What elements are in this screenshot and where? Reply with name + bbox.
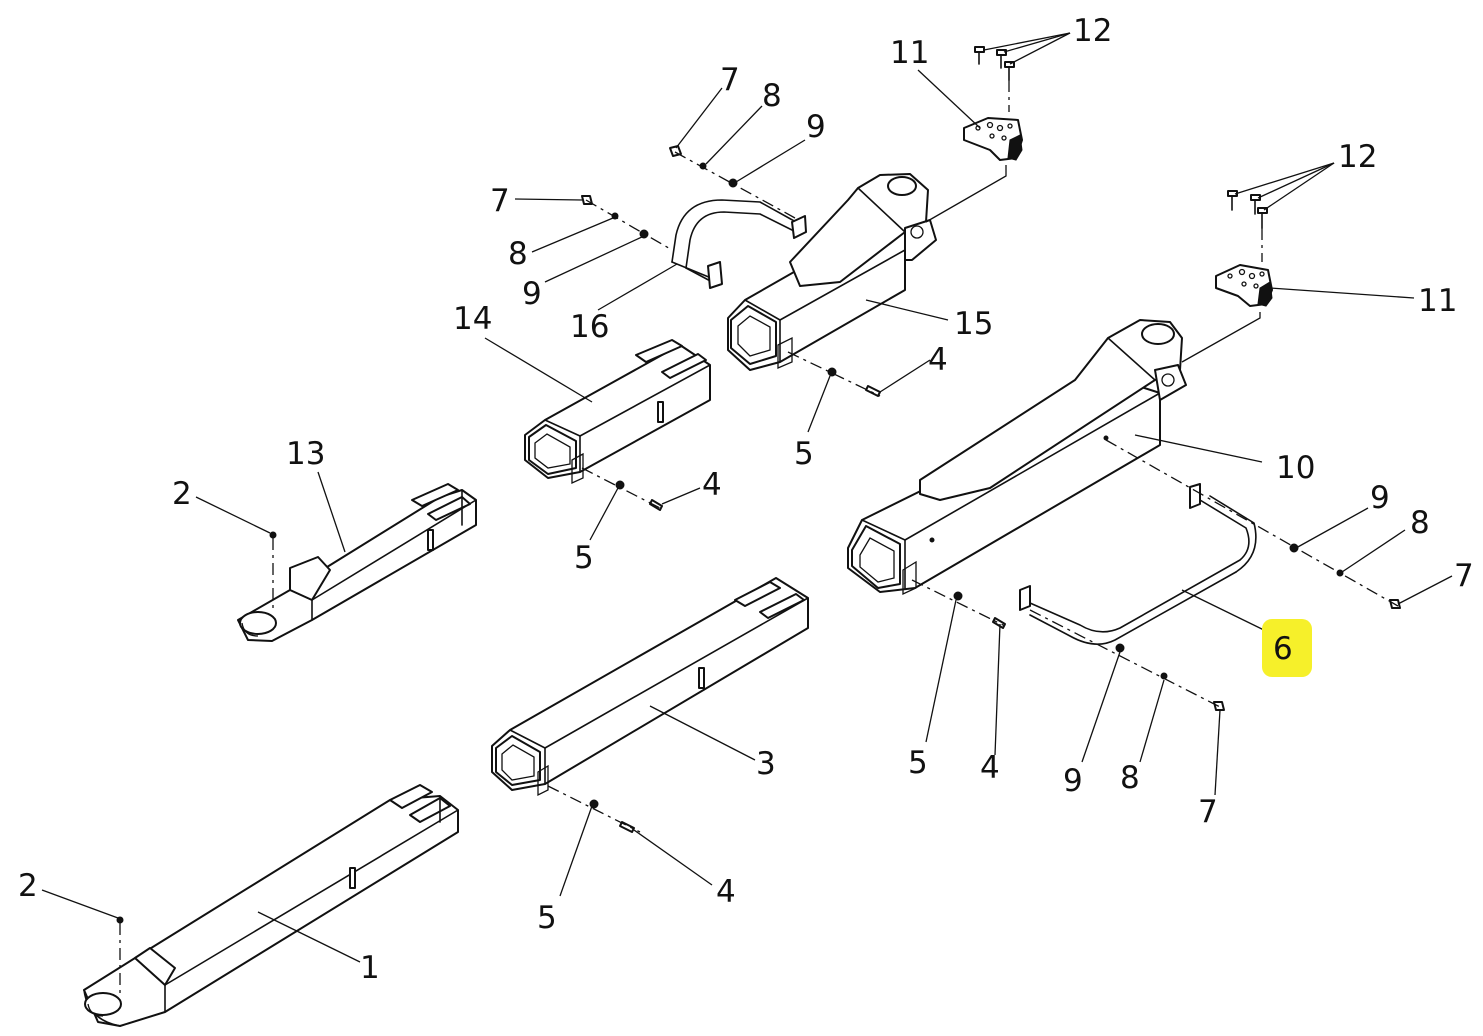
callout-14: 14 (453, 301, 492, 337)
screw-set-12-upper (974, 46, 1015, 81)
callout-12-upper: 12 (1073, 13, 1112, 49)
callout-5-part14: 5 (574, 540, 594, 576)
callout-9-part16-side: 9 (522, 276, 542, 312)
callout-labels: 1 2 2 3 4 4 4 4 5 5 5 5 6 7 7 7 7 8 8 8 … (18, 13, 1474, 986)
callout-4-part14: 4 (702, 467, 722, 503)
callout-9-part6-bottom: 9 (1063, 763, 1083, 799)
callout-5-part15: 5 (794, 436, 814, 472)
callout-11-upper: 11 (890, 35, 929, 71)
tube-part-14 (524, 339, 711, 485)
callout-5-part3: 5 (537, 900, 557, 936)
callout-7-part6-right: 7 (1454, 558, 1474, 594)
callout-9-part16-top: 9 (806, 109, 826, 145)
arm-part-10 (847, 319, 1187, 596)
callout-15: 15 (954, 306, 993, 342)
callout-7-part16-side: 7 (490, 183, 510, 219)
callout-2-upper: 2 (172, 476, 192, 512)
handle-part-16 (671, 199, 807, 289)
callout-3: 3 (756, 746, 776, 782)
callout-10: 10 (1276, 450, 1315, 486)
callout-9-part6-right: 9 (1370, 480, 1390, 516)
hardware-items (116, 145, 1401, 924)
callout-8-part16-top: 8 (762, 78, 782, 114)
callout-4-part10: 4 (980, 750, 1000, 786)
callout-8-part16-side: 8 (508, 236, 528, 272)
callout-16: 16 (570, 309, 609, 345)
screw-set-12-lower (1227, 190, 1268, 229)
plate-part-11-upper (963, 117, 1023, 161)
callout-8-part6-bottom: 8 (1120, 760, 1140, 796)
callout-4-part3: 4 (716, 874, 736, 910)
assembly-lines (119, 80, 1399, 994)
callout-8-part6-right: 8 (1410, 505, 1430, 541)
tube-part-15 (727, 173, 937, 371)
callout-12-lower: 12 (1338, 139, 1377, 175)
callout-6-highlight (1262, 619, 1312, 677)
callout-5-part10: 5 (908, 745, 928, 781)
callout-7-part6-bottom: 7 (1198, 794, 1218, 830)
callout-11-lower: 11 (1418, 283, 1457, 319)
callout-1: 1 (360, 950, 380, 986)
callout-7-part16-top: 7 (720, 62, 740, 98)
arm-part-13 (237, 483, 477, 642)
callout-2-lower: 2 (18, 868, 38, 904)
callout-6: 6 (1273, 631, 1293, 667)
callout-13: 13 (286, 436, 325, 472)
callout-4-part15: 4 (928, 342, 948, 378)
leader-lines (41, 32, 1453, 963)
plate-part-11-lower (1215, 264, 1273, 307)
handle-part-6 (1019, 483, 1257, 645)
arm-part-1 (83, 784, 459, 1027)
tube-part-3 (491, 577, 809, 797)
